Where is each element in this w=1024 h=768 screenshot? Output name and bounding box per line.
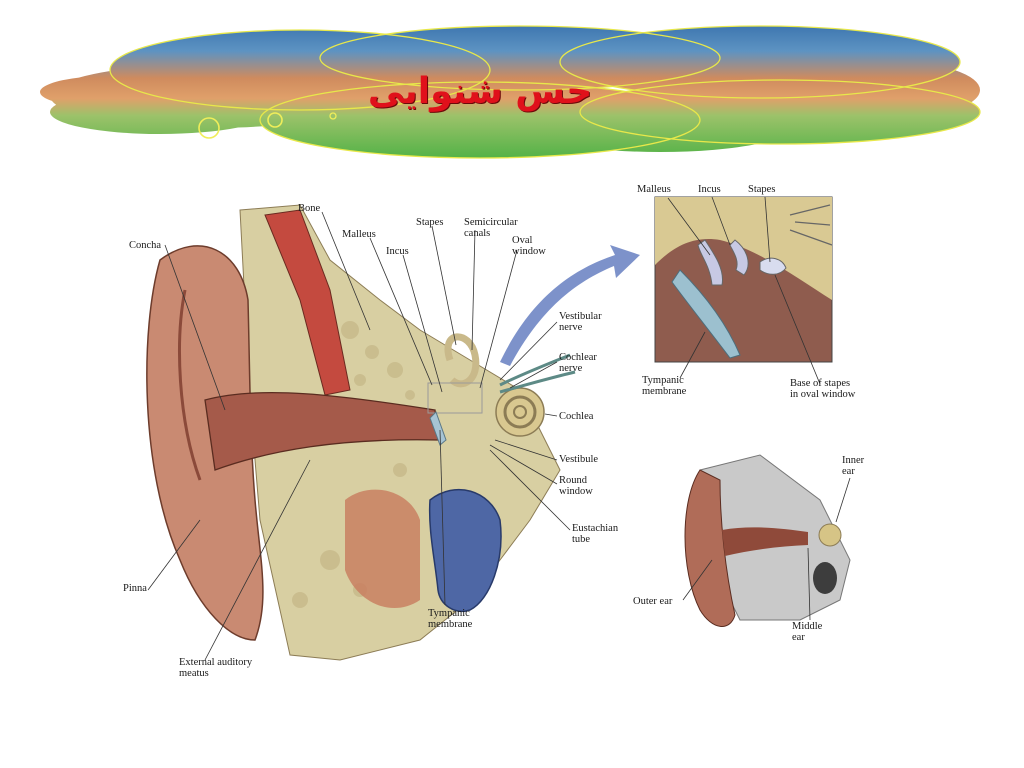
label-pinna: Pinna (123, 583, 147, 594)
small-cochlea (818, 523, 842, 547)
middle-ear-cavity (345, 489, 420, 609)
inset-label-malleus: Malleus (637, 184, 671, 195)
banner-outline (109, 25, 981, 159)
inset-incus (729, 239, 749, 276)
label-cochlea: Cochlea (559, 411, 594, 422)
inset-ossicles-detail (654, 196, 833, 363)
inset-malleus (697, 239, 724, 286)
leader-lines (147, 196, 851, 661)
inset-bone-region (655, 197, 832, 300)
label-incus: Incus (386, 246, 409, 257)
inset-label-incus: Incus (698, 184, 721, 195)
title-banner (40, 25, 981, 159)
main-ear-cross-section (146, 204, 640, 661)
tympanic-membrane-shape (429, 411, 447, 446)
skull-bone-band (264, 209, 351, 396)
label-outer-ear: Outer ear (633, 596, 673, 607)
bubble-medium (267, 112, 283, 128)
pinna-shape (146, 245, 264, 641)
inset-label-tympanic-membrane: Tympanic membrane (642, 375, 687, 397)
label-malleus: Malleus (342, 229, 376, 240)
pinna-fold (178, 289, 202, 481)
nerve-bundle (499, 353, 576, 394)
ossicles-box (427, 382, 483, 414)
label-vestibule: Vestibule (559, 454, 599, 465)
label-eustachian-tube: Eustachian tube (572, 523, 619, 545)
label-inner-ear: Inner ear (842, 455, 865, 477)
label-middle-ear: Middle ear (792, 621, 823, 643)
label-external-auditory-meatus: External auditory meatus (179, 657, 253, 679)
small-eustachian (813, 562, 837, 594)
slide-title: حس شنوایی (367, 71, 593, 112)
bubble-small (329, 112, 337, 120)
label-vestibular-nerve: Vestibular nerve (559, 311, 602, 333)
label-bone: Bone (298, 203, 321, 214)
label-oval-window: Oval window (512, 235, 546, 257)
label-stapes: Stapes (416, 217, 444, 228)
curved-pointer-arrow (500, 245, 640, 366)
small-ear-overview (684, 454, 851, 627)
label-cochlear-nerve: Cochlear nerve (559, 352, 597, 374)
inset-tympanic-membrane (671, 269, 741, 359)
label-semicircular-canals: Semicircular canals (464, 217, 518, 239)
bubble-large (198, 117, 220, 139)
small-canal (722, 527, 808, 556)
label-concha: Concha (129, 240, 162, 251)
label-round-window: Round window (559, 475, 593, 497)
inset-label-base-of-stapes: Base of stapes in oval window (790, 378, 856, 400)
eustachian-tube-shape (428, 488, 502, 612)
cochlea-shape (495, 387, 545, 437)
inset-nerves (789, 204, 833, 246)
label-tympanic-membrane: Tympanic membrane (428, 608, 473, 630)
inset-label-stapes: Stapes (748, 184, 776, 195)
